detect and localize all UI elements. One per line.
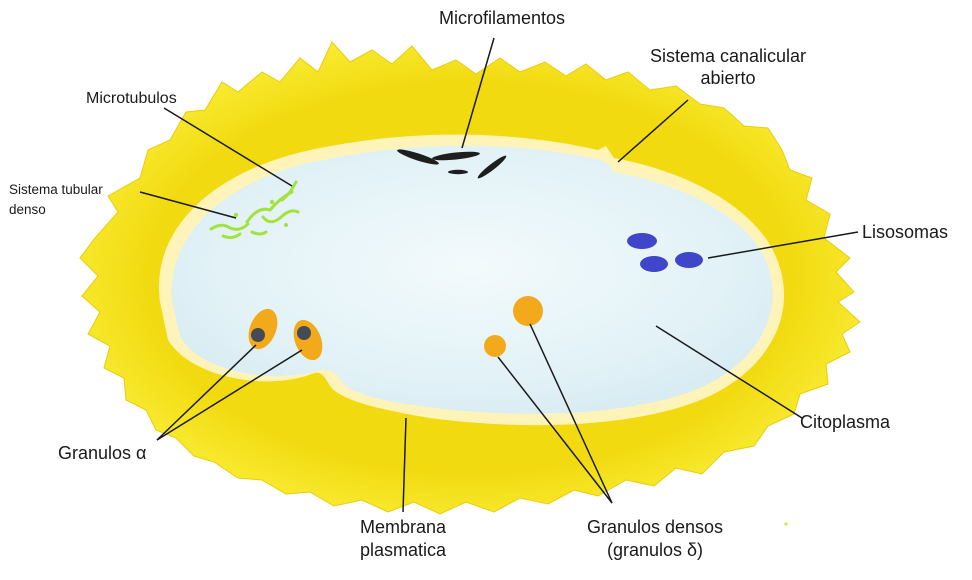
lysosome <box>640 256 668 272</box>
label-sistema-canalicular-line2: abierto <box>628 68 828 90</box>
label-citoplasma: Citoplasma <box>800 412 890 434</box>
label-lisosomas: Lisosomas <box>862 222 948 244</box>
label-sistema-tubular: Sistema tubular denso <box>9 180 103 219</box>
label-membrana-line2: plasmatica <box>340 539 466 562</box>
label-sistema-tubular-line2: denso <box>9 200 103 220</box>
label-sistema-tubular-line1: Sistema tubular <box>9 180 103 200</box>
label-microtubulos: Microtubulos <box>86 89 177 108</box>
speck <box>784 522 787 525</box>
lysosome <box>675 252 703 268</box>
label-granulos-densos-line2: (granulos δ) <box>552 539 758 562</box>
microfilament <box>448 170 468 174</box>
dense-granule <box>513 296 543 326</box>
label-granulos-alfa: Granulos α <box>58 443 146 465</box>
label-microfilamentos: Microfilamentos <box>418 8 586 30</box>
lysosome <box>627 233 657 249</box>
dense-tubule-dot <box>284 223 288 227</box>
label-membrana-plasmatica: Membrana plasmatica <box>340 516 466 563</box>
dense-tubule-dot <box>270 200 274 204</box>
label-sistema-canalicular-line1: Sistema canalicular <box>628 46 828 68</box>
alpha-granule-core <box>251 328 265 342</box>
label-membrana-line1: Membrana <box>340 516 466 539</box>
label-granulos-densos: Granulos densos (granulos δ) <box>552 516 758 563</box>
dense-granule <box>484 335 506 357</box>
alpha-granule-core <box>297 326 311 340</box>
dense-tubule-dot <box>234 213 238 217</box>
label-granulos-densos-line1: Granulos densos <box>552 516 758 539</box>
label-sistema-canalicular: Sistema canalicular abierto <box>628 46 828 89</box>
